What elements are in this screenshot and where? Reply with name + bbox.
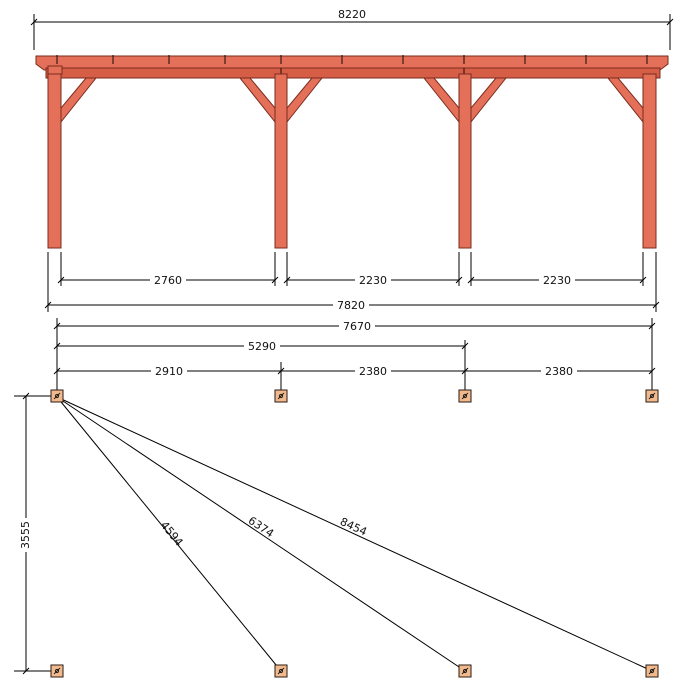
post-4 — [642, 73, 657, 249]
post-outer-width-label: 7820 — [337, 299, 365, 312]
post-base-back-4 — [645, 664, 659, 678]
post-1 — [47, 73, 62, 249]
dimension-post-spacings: 2760 2230 2230 — [57, 252, 647, 287]
plan-spacing-1-label: 2910 — [155, 365, 183, 378]
knee-braces — [60, 77, 644, 124]
post-base-back-3 — [458, 664, 472, 678]
plan-dimension-spacings: 2910 2380 2380 — [53, 362, 656, 392]
dimension-overall-width: 8220 — [30, 8, 674, 50]
post-3 — [458, 73, 472, 249]
plan-spacing-3-label: 2380 — [545, 365, 573, 378]
plan-diagonals: 4594 6374 8454 — [56, 396, 653, 672]
dimension-post-outer: 7820 — [44, 252, 660, 312]
post-base-front-3 — [458, 389, 472, 403]
main-beam — [45, 67, 661, 79]
post-base-back-1 — [50, 664, 64, 678]
plan-total-label: 7670 — [343, 320, 371, 333]
plan-dimension-depth: 3555 — [14, 392, 52, 675]
spacing-1-label: 2760 — [154, 274, 182, 287]
post-base-front-1 — [50, 389, 64, 403]
diagonal-1-label: 4594 — [158, 519, 186, 549]
post-base-front-4 — [645, 389, 659, 403]
plan-dimension-partial: 5290 — [53, 339, 469, 392]
plan-partial-label: 5290 — [248, 340, 276, 353]
post-2 — [274, 73, 288, 249]
diagonal-2-label: 6374 — [246, 514, 276, 540]
post-base-front-2 — [274, 389, 288, 403]
overall-width-label: 8220 — [338, 8, 366, 21]
rafter-joint-marks — [56, 55, 648, 64]
plan-spacing-2-label: 2380 — [359, 365, 387, 378]
plan-depth-label: 3555 — [19, 521, 32, 549]
spacing-2-label: 2230 — [359, 274, 387, 287]
diagonal-3-label: 8454 — [338, 515, 369, 539]
post-base-back-2 — [274, 664, 288, 678]
plan-dimension-total: 7670 — [53, 318, 656, 392]
pergola-elevation — [35, 55, 669, 249]
spacing-3-label: 2230 — [543, 274, 571, 287]
post-bases — [50, 389, 659, 678]
